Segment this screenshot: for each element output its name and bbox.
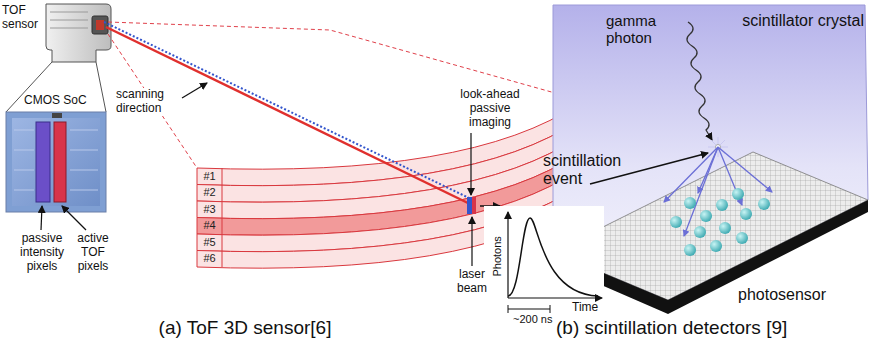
band-number: #3 (203, 204, 215, 215)
pixel-label: active TOF pixels (70, 232, 116, 273)
chip-label: CMOS SoC (24, 94, 87, 108)
imaging-label: look-ahead passive imaging (450, 88, 530, 129)
crystal-label: scintillator crystal (690, 12, 864, 30)
leader-arrow (470, 133, 471, 195)
scan-label: scanning direction (116, 88, 180, 116)
band-label-cell: #6 (197, 251, 222, 268)
pulse-graph (484, 206, 604, 313)
leader-arrow (471, 217, 472, 266)
passive-view-line (104, 22, 469, 198)
pixel-label: passive intensity pixels (12, 232, 72, 273)
leader-arrow (41, 206, 42, 230)
passive-strip (467, 197, 472, 214)
scan-arrow (182, 83, 207, 98)
laser-beam-line (106, 27, 472, 205)
band-label-cell: #4 (197, 218, 222, 235)
band-number: #6 (203, 253, 215, 264)
beam-label: laser beam (448, 268, 496, 296)
zoom-line (6, 62, 106, 112)
cmos-chip (6, 112, 106, 212)
axis-label: Time (572, 301, 598, 315)
photon-dot (670, 188, 770, 256)
tof-device (46, 4, 111, 62)
leader-arrow (62, 206, 86, 230)
axis-label: Photons (491, 231, 504, 281)
band-number: #2 (203, 187, 215, 198)
band-label-cell: #5 (197, 234, 222, 251)
gamma-label: gamma photon (606, 12, 666, 47)
gamma-wave (687, 22, 712, 140)
tof-strip (472, 197, 476, 214)
device-label: TOF sensor (2, 4, 44, 32)
band-number: #5 (203, 237, 215, 248)
photosensor-label: photosensor (738, 286, 826, 304)
subfigure-caption: (b) scintillation detectors [9] (556, 317, 787, 339)
subfigure-caption: (a) ToF 3D sensor[6] (130, 317, 360, 339)
band-label-cell: #1 (197, 168, 222, 185)
band-number: #4 (203, 220, 215, 231)
band-label-cell: #3 (197, 201, 222, 218)
event-label: scintillation event (543, 152, 647, 189)
duration-label: ~200 ns (513, 313, 552, 326)
band-number: #1 (203, 171, 215, 182)
band-label-cell: #2 (197, 185, 222, 202)
